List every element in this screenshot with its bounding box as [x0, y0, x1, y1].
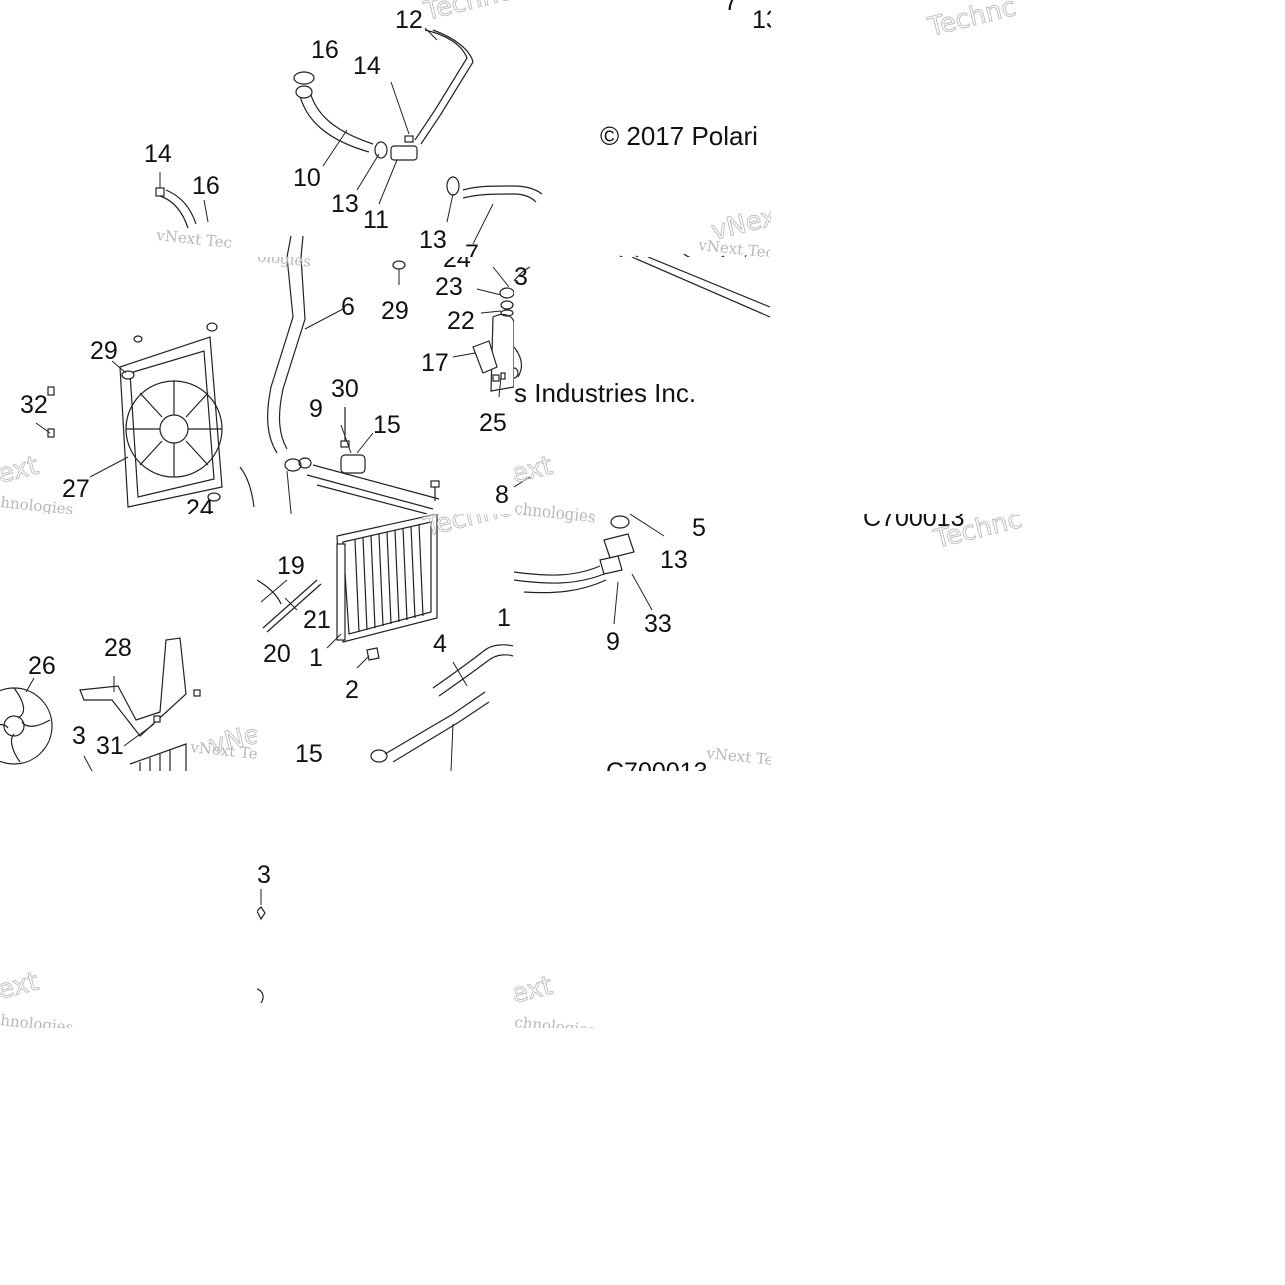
diagram-tile-r3-c0: ext hnologies	[0, 771, 257, 1028]
watermark-text: hnologies	[0, 1011, 74, 1028]
copyright-notice-right: s Industries Inc.	[514, 378, 696, 408]
callout-12: 12	[395, 6, 423, 34]
watermark-text: vNext Tec	[705, 744, 771, 770]
watermark-text: Techno	[420, 514, 514, 543]
callout-15: 15	[295, 740, 323, 768]
callout-13: 13	[752, 6, 771, 34]
callout-21: 21	[303, 606, 331, 634]
diagram-tile-r1-c1: 6 29 24 23 22 17 30 9 15 25 8 ologies	[257, 257, 514, 514]
watermark-text: ext	[514, 971, 556, 1010]
drawing-code: C700013	[863, 514, 964, 532]
diagram-tile-r0-c3: Technc	[771, 0, 1028, 257]
diagram-tile-r0-c2: 7 13 © 2017 Polari vNext Technologies vN…	[514, 0, 771, 257]
callout-24: 24	[186, 495, 214, 514]
callout-24: 24	[443, 257, 471, 273]
diagram-tile-r3-c2: ext chnologies	[514, 771, 771, 1028]
callout-30: 30	[331, 375, 359, 403]
diagram-tile-r0-c0: 14 16 vNext Tec	[0, 0, 257, 257]
callout-28: 28	[104, 634, 132, 662]
watermark-text: ologies	[257, 257, 312, 271]
watermark-text: chnologies	[514, 1013, 597, 1028]
watermark-text: Techno	[420, 0, 514, 27]
callout-1: 1	[309, 644, 323, 672]
callout-19: 19	[277, 552, 305, 580]
callout-14: 14	[144, 140, 172, 168]
callout-9: 9	[606, 628, 620, 656]
watermark-text: vNext	[708, 199, 771, 246]
callout-3: 3	[514, 263, 528, 291]
callout-20: 20	[263, 640, 291, 668]
callout-8: 8	[495, 481, 509, 509]
callout-31: 31	[96, 732, 124, 760]
callout-11: 11	[363, 206, 389, 234]
callout-1: 1	[497, 604, 511, 632]
callout-5: 5	[692, 514, 706, 542]
callout-17: 17	[421, 349, 449, 377]
watermark-text: hnologies	[0, 493, 74, 514]
callout-27: 27	[62, 475, 90, 503]
diagram-tile-r2-c0: 26 28 3 31 vNext Tec vNext	[0, 514, 257, 771]
callout-15: 15	[373, 411, 401, 439]
diagram-tile-r1-c2: 3 s Industries Inc. ext chnologies	[514, 257, 771, 514]
callout-33: 33	[644, 610, 672, 638]
callout-13: 13	[660, 546, 688, 574]
diagram-tile-r2-c2: 5 13 33 9 C700013 vNext Tec ext chnologi…	[514, 514, 771, 771]
watermark-text: chnologies	[514, 514, 597, 527]
callout-22: 22	[447, 307, 475, 335]
callout-16: 16	[192, 172, 220, 200]
callout-7: 7	[465, 240, 479, 257]
watermark-text: ext	[514, 451, 556, 490]
diagram-tile-r0-c1: 12 16 14 10 13 11 13 7 Techno	[257, 0, 514, 257]
watermark-text: ext	[0, 967, 42, 1006]
callout-9: 9	[309, 395, 323, 423]
watermark-text: vNext Technologies	[697, 236, 771, 257]
callout-7: 7	[724, 0, 738, 16]
callout-13: 13	[331, 190, 359, 218]
diagram-tile-r1-c0: 29 32 27 24 ext hnologies	[0, 257, 257, 514]
callout-13: 13	[419, 226, 447, 254]
callout-14: 14	[353, 52, 381, 80]
watermark-text: vNext Tec	[155, 226, 233, 252]
callout-29: 29	[90, 337, 118, 365]
drawing-code: C700013	[606, 758, 707, 771]
callout-3: 3	[72, 722, 86, 750]
callout-10: 10	[293, 164, 321, 192]
callout-25: 25	[479, 409, 507, 437]
watermark-text: chnologies	[514, 499, 597, 514]
callout-4: 4	[433, 630, 447, 658]
callout-3: 3	[257, 861, 271, 889]
callout-23: 23	[435, 273, 463, 301]
diagram-tile-r3-c1: 3	[257, 771, 514, 1028]
callout-32: 32	[20, 391, 48, 419]
callout-29: 29	[381, 297, 409, 325]
watermark-text: Technc	[924, 0, 1019, 43]
watermark-text: ext	[0, 451, 42, 490]
callout-26: 26	[28, 652, 56, 680]
diagram-tile-r2-c1: 19 21 20 1 4 2 15 1 Techno	[257, 514, 514, 771]
callout-16: 16	[311, 36, 339, 64]
callout-6: 6	[341, 293, 355, 321]
copyright-notice-left: © 2017 Polari	[600, 121, 758, 151]
callout-2: 2	[345, 676, 359, 704]
diagram-tile-r2-c3: C700013 Technc	[771, 514, 1028, 771]
